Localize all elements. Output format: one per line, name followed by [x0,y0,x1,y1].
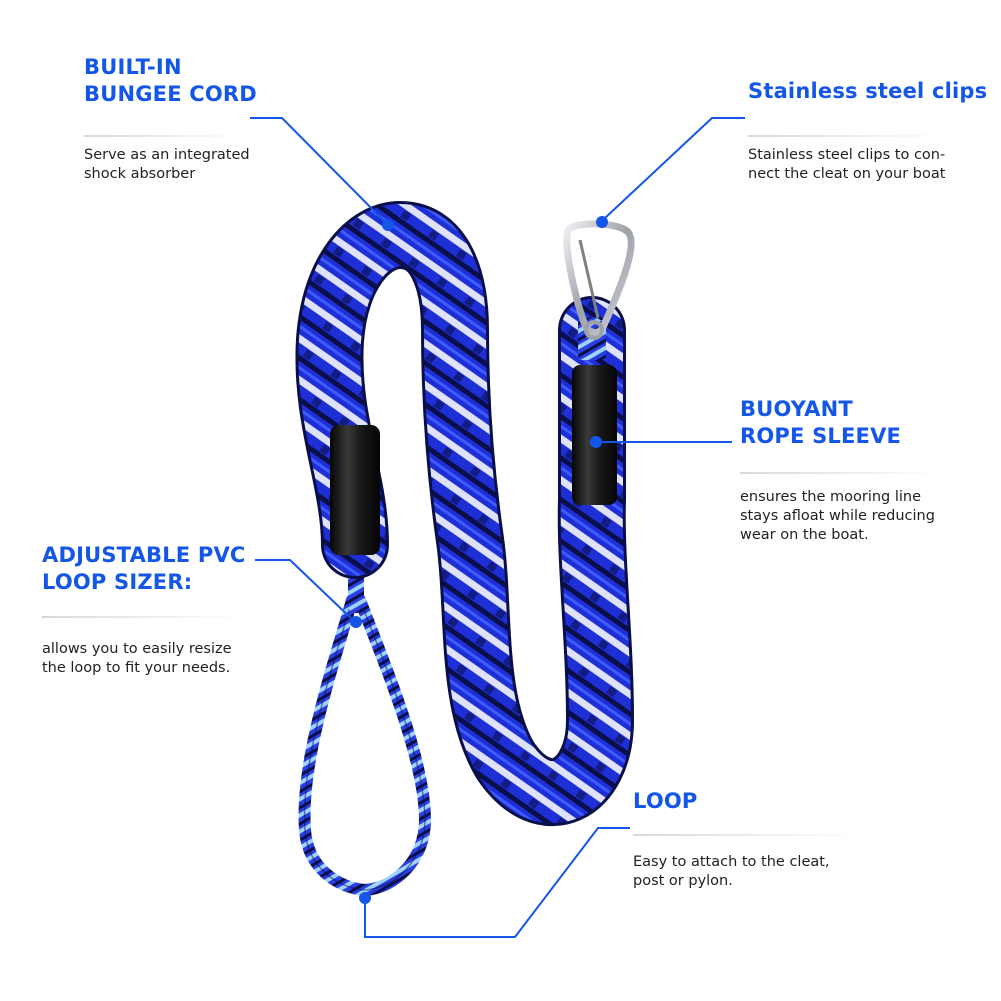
divider-sleeve [740,472,940,474]
callout-clips-title: Stainless steel clips [748,79,988,103]
callout-sleeve-title: BUOYANT ROPE SLEEVE [740,397,902,448]
callout-sizer-title: ADJUSTABLE PVC LOOP SIZER: [42,543,246,594]
callout-loop-title: LOOP [633,789,698,813]
callout-bungee-description: Serve as an integrated shock absorber [84,147,250,182]
callout-clips-description: Stainless steel clips to con- nect the c… [748,147,946,182]
leader-dot-sizer [350,616,362,628]
left-sleeve [330,425,380,555]
callout-loop-description: Easy to attach to the cleat, post or pyl… [633,854,830,889]
callout-sleeve-description: ensures the mooring line stays afloat wh… [740,489,935,543]
leader-lines [250,117,745,938]
callout-bungee-title: BUILT-IN BUNGEE CORD [84,55,257,106]
leader-bungee [250,117,386,223]
divider-bungee [84,135,244,137]
divider-sizer [42,616,242,618]
leader-loop [364,827,630,938]
divider-clips [748,135,948,137]
leader-dot-bungee [382,219,394,231]
leader-dot-loop [359,892,371,904]
leader-clips [604,117,745,219]
rope-loop [298,552,432,897]
callout-sizer-description: allows you to easily resize the loop to … [42,641,232,676]
right-sleeve [572,365,617,505]
divider-loop [633,834,863,836]
leader-sizer [255,559,356,623]
leader-dot-clips [596,216,608,228]
steel-clip [563,220,635,340]
leader-dot-sleeve [590,436,602,448]
